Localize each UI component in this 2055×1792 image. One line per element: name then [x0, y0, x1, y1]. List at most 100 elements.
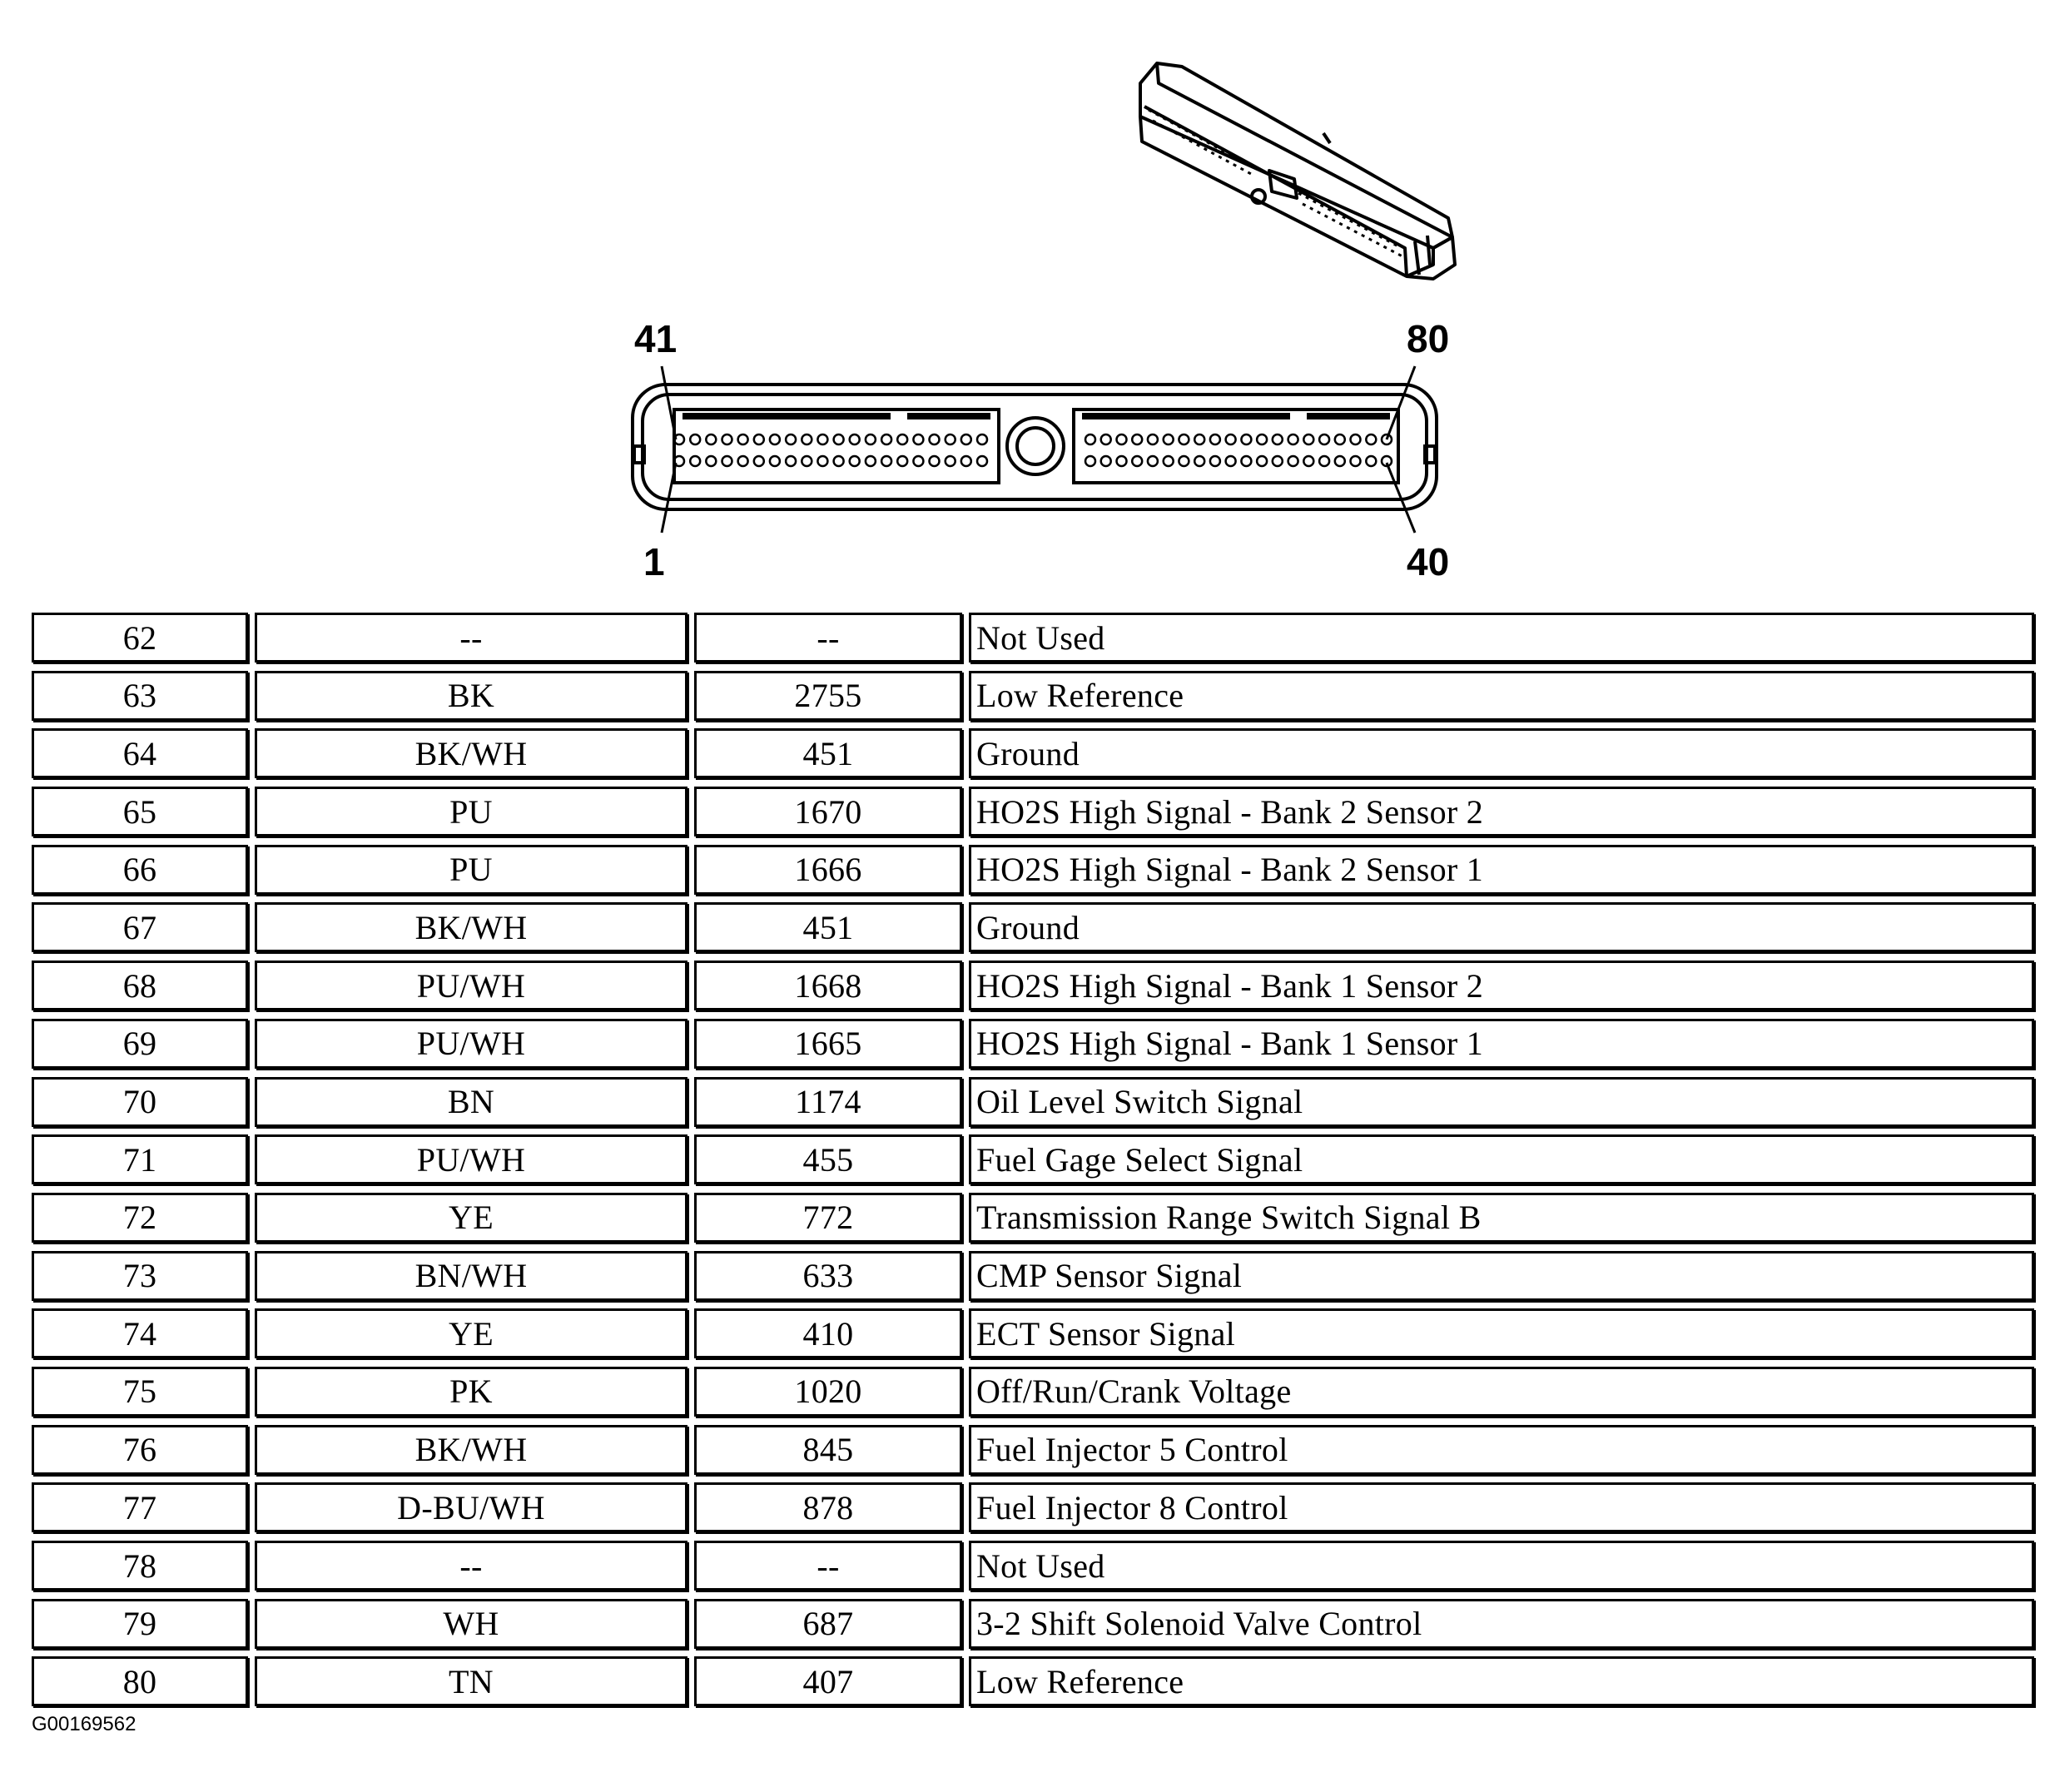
function-cell: Fuel Injector 8 Control [969, 1482, 2034, 1533]
pin-hole [1084, 454, 1097, 468]
circuit-number-cell: 1668 [694, 961, 962, 1011]
pin-cell: 75 [32, 1366, 248, 1417]
pin-hole [896, 454, 909, 468]
pin-cell: 73 [32, 1250, 248, 1301]
pin-hole [832, 454, 845, 468]
pin-hole [912, 433, 925, 446]
pin-cell: 74 [32, 1308, 248, 1359]
function-cell: ECT Sensor Signal [969, 1308, 2034, 1359]
pin-label-40: 40 [1407, 540, 1450, 583]
pin-hole [817, 454, 829, 468]
circuit-number-cell: 407 [694, 1656, 962, 1707]
pin-hole [1162, 433, 1174, 446]
pin-hole [1099, 454, 1112, 468]
function-cell: CMP Sensor Signal [969, 1250, 2034, 1301]
wire-color-cell: BK/WH [255, 902, 687, 953]
pin-hole [1333, 454, 1347, 468]
pin-hole [944, 433, 956, 446]
circuit-number-cell: 1020 [694, 1366, 962, 1417]
pin-hole [1271, 454, 1284, 468]
function-cell: Oil Level Switch Signal [969, 1076, 2034, 1127]
circuit-number-cell: 1666 [694, 844, 962, 895]
pin-hole [801, 454, 813, 468]
circuit-number-cell: 410 [694, 1308, 962, 1359]
circuit-number-cell: 687 [694, 1598, 962, 1649]
pin-hole [1209, 433, 1222, 446]
pin-hole [1333, 433, 1347, 446]
pin-hole [1318, 454, 1331, 468]
pin-cell: 79 [32, 1598, 248, 1649]
function-cell: HO2S High Signal - Bank 1 Sensor 1 [969, 1018, 2034, 1069]
pin-hole [880, 433, 893, 446]
pin-cell: 77 [32, 1482, 248, 1533]
pin-hole [960, 433, 973, 446]
pin-hole [928, 433, 941, 446]
pin-cell: 71 [32, 1134, 248, 1185]
pin-hole [944, 454, 956, 468]
pin-hole [673, 433, 686, 446]
function-cell: Ground [969, 728, 2034, 779]
function-cell: Fuel Injector 5 Control [969, 1424, 2034, 1475]
pin-hole [784, 454, 797, 468]
wire-color-cell: YE [255, 1308, 687, 1359]
pin-hole [1271, 433, 1284, 446]
wire-color-cell: BK [255, 670, 687, 721]
pin-hole [1240, 433, 1253, 446]
pin-hole [1209, 454, 1222, 468]
circuit-number-cell: 845 [694, 1424, 962, 1475]
pin-hole [1365, 454, 1377, 468]
pin-hole [721, 433, 733, 446]
pin-cell: 68 [32, 961, 248, 1011]
pin-hole [1365, 433, 1377, 446]
function-cell: HO2S High Signal - Bank 2 Sensor 2 [969, 787, 2034, 837]
pin-hole [752, 433, 766, 446]
pin-cell: 63 [32, 670, 248, 721]
pin-hole [1130, 433, 1144, 446]
function-cell: Off/Run/Crank Voltage [969, 1366, 2034, 1417]
function-cell: Ground [969, 902, 2034, 953]
pin-hole [1303, 433, 1315, 446]
wire-color-cell: -- [255, 1541, 687, 1591]
circuit-number-cell: -- [694, 1541, 962, 1591]
pin-hole [1349, 454, 1362, 468]
pin-hole [737, 433, 749, 446]
pin-hole [1084, 433, 1097, 446]
pin-hole [784, 433, 797, 446]
wire-color-cell: PU/WH [255, 961, 687, 1011]
pin-cell: 65 [32, 787, 248, 837]
table-row: 78----Not Used [32, 1541, 2034, 1591]
pin-hole [1240, 454, 1253, 468]
pin-cell: 62 [32, 613, 248, 663]
pin-cell: 69 [32, 1018, 248, 1069]
circuit-number-cell: 455 [694, 1134, 962, 1185]
table-row: 62----Not Used [32, 613, 2034, 663]
wire-color-cell: TN [255, 1656, 687, 1707]
pin-hole [975, 454, 989, 468]
pin-cell: 67 [32, 902, 248, 953]
circuit-number-cell: 1670 [694, 787, 962, 837]
pin-hole [737, 454, 749, 468]
pin-hole [832, 433, 845, 446]
pin-hole [688, 433, 702, 446]
pin-hole [1224, 454, 1237, 468]
figure-id: G00169562 [32, 1713, 137, 1735]
pin-cell: 72 [32, 1192, 248, 1243]
pin-hole [1130, 454, 1144, 468]
pin-label-1: 1 [643, 540, 665, 583]
pin-hole [1115, 454, 1128, 468]
connector-3d-illustration [1139, 62, 1457, 280]
wire-color-cell: PU/WH [255, 1018, 687, 1069]
wire-color-cell: -- [255, 613, 687, 663]
pin-hole [673, 454, 686, 468]
circuit-number-cell: 451 [694, 728, 962, 779]
